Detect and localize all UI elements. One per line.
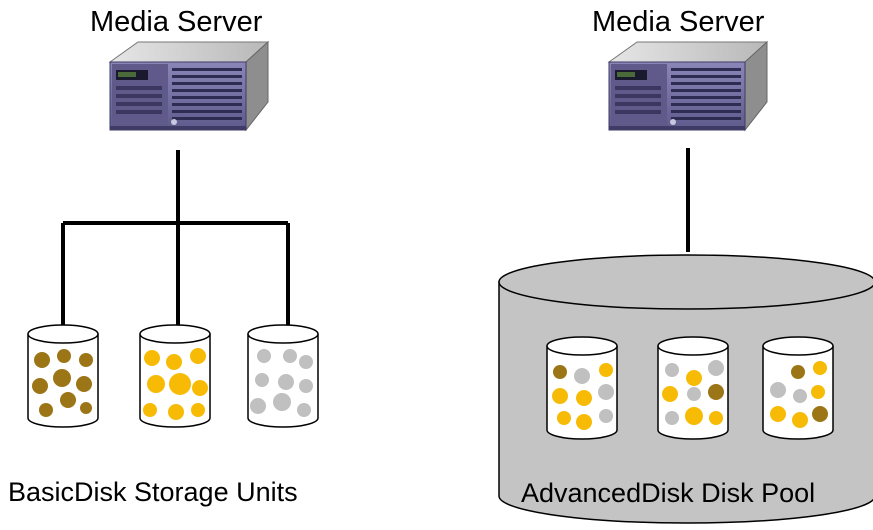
pool-disk-1-icon bbox=[546, 336, 618, 440]
pool-disk-3-icon bbox=[762, 336, 834, 440]
basicdisk-unit-gray-icon bbox=[247, 324, 319, 428]
pool-disk-2-icon bbox=[657, 336, 729, 440]
right-server-icon bbox=[608, 41, 768, 131]
basicdisk-unit-brown-icon bbox=[27, 324, 99, 428]
left-connection-lines bbox=[61, 150, 290, 346]
right-server-label: Media Server bbox=[592, 6, 765, 38]
left-server-label: Media Server bbox=[90, 6, 263, 38]
basicdisk-unit-gold-icon bbox=[139, 324, 211, 428]
basicdisk-caption: BasicDisk Storage Units bbox=[8, 477, 298, 507]
left-server-icon bbox=[109, 41, 269, 131]
advanceddisk-caption: AdvancedDisk Disk Pool bbox=[521, 478, 816, 508]
